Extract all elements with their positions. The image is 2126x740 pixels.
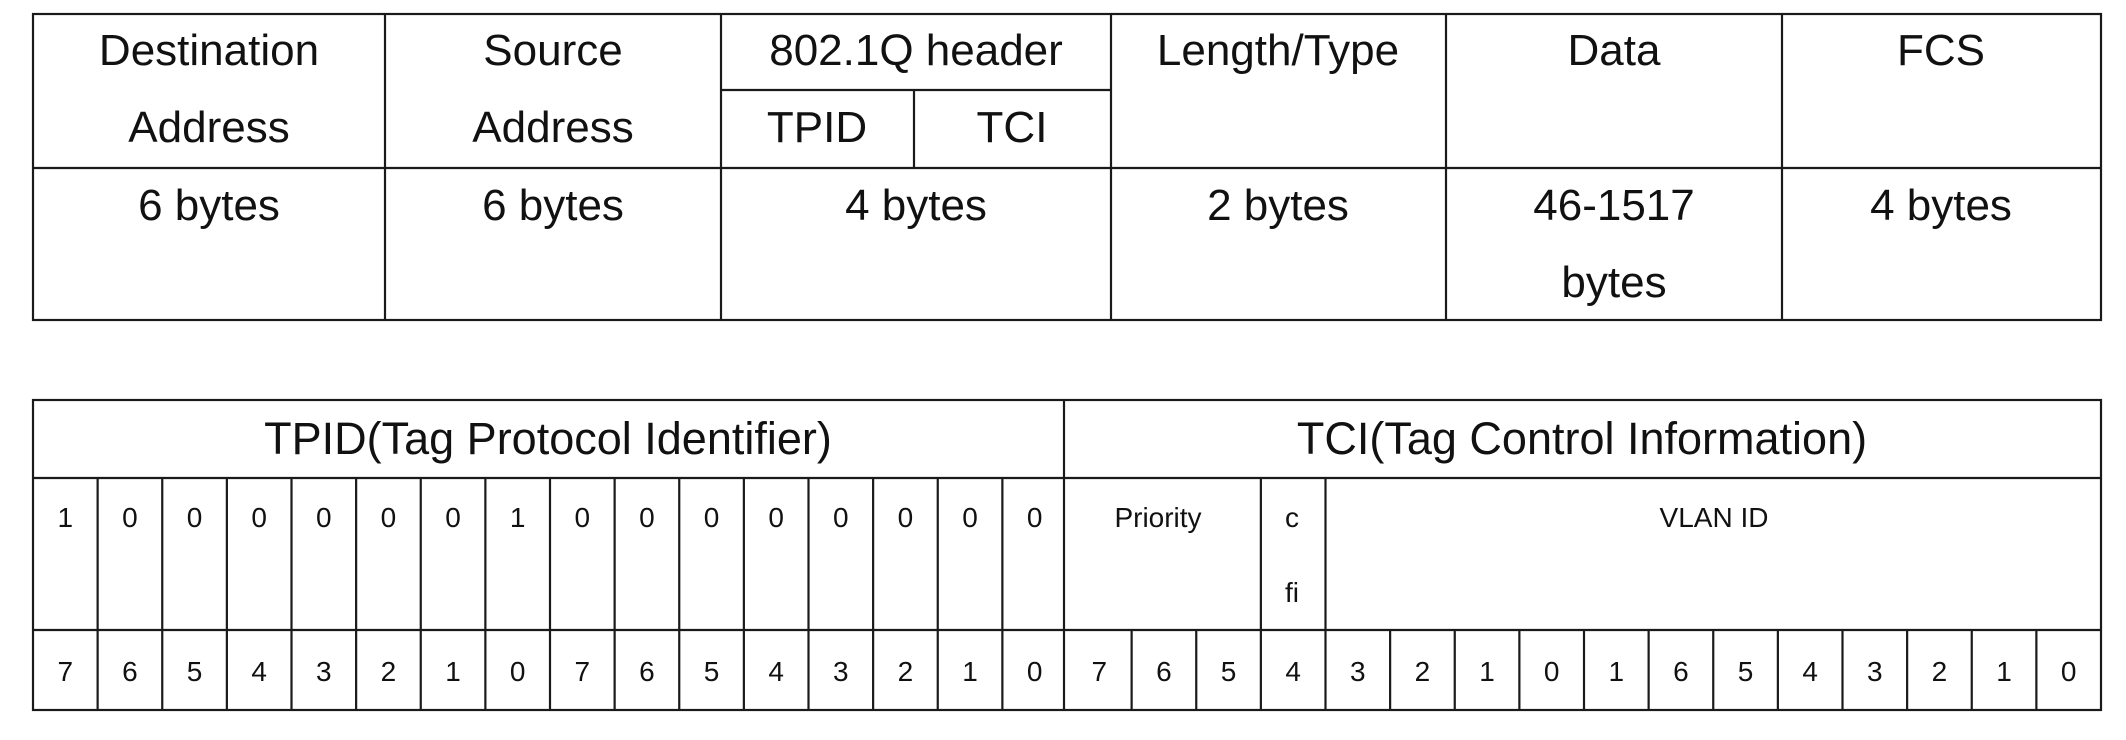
tpid-bit-value: 0: [122, 502, 138, 533]
bit-number: 4: [768, 656, 784, 687]
bit-number: 7: [1092, 656, 1108, 687]
tpid-bit-value: 0: [316, 502, 332, 533]
tpid-bit-value: 1: [58, 502, 74, 533]
tpid-bit-value: 0: [381, 502, 397, 533]
fcs-size: 4 bytes: [1870, 181, 2012, 230]
bit-number: 4: [1285, 656, 1301, 687]
dot1q-size: 4 bytes: [845, 181, 987, 230]
bit-number: 3: [316, 656, 332, 687]
data-label: Data: [1568, 26, 1661, 75]
bit-number: 6: [639, 656, 655, 687]
tpid-bit-value: 0: [187, 502, 203, 533]
bit-number: 5: [1221, 656, 1237, 687]
destination-size: 6 bytes: [138, 181, 280, 230]
tpid-bit-value: 0: [833, 502, 849, 533]
bit-number: 2: [381, 656, 397, 687]
data-size-2: bytes: [1561, 258, 1666, 307]
length-type-size: 2 bytes: [1207, 181, 1349, 230]
bit-number: 2: [1932, 656, 1948, 687]
bit-number: 0: [1027, 656, 1043, 687]
tpid-bit-value: 0: [251, 502, 267, 533]
bit-number: 2: [1415, 656, 1431, 687]
tpid-bit-value: 0: [704, 502, 720, 533]
bit-number: 5: [704, 656, 720, 687]
fcs-label: FCS: [1897, 26, 1985, 75]
tpid-title: TPID(Tag Protocol Identifier): [264, 413, 832, 464]
bit-number: 3: [1350, 656, 1366, 687]
cfi-label-1: c: [1285, 502, 1299, 533]
source-label-2: Address: [472, 103, 633, 152]
source-label-1: Source: [483, 26, 622, 75]
bit-number: 6: [1156, 656, 1172, 687]
bit-number: 0: [1544, 656, 1560, 687]
bit-number: 5: [1738, 656, 1754, 687]
dot1q-header-label: 802.1Q header: [769, 26, 1063, 75]
tpid-bit-value: 0: [898, 502, 914, 533]
tpid-bit-value: 0: [575, 502, 591, 533]
bit-number: 4: [1802, 656, 1818, 687]
tci-label: TCI: [977, 103, 1048, 152]
cfi-label-2: fi: [1285, 577, 1299, 608]
bit-number: 0: [2061, 656, 2077, 687]
bit-number: 3: [1867, 656, 1883, 687]
bit-number: 3: [833, 656, 849, 687]
source-size: 6 bytes: [482, 181, 624, 230]
vlan-id-label: VLAN ID: [1660, 502, 1769, 533]
bit-number: 6: [1673, 656, 1689, 687]
tpid-bit-value: 0: [639, 502, 655, 533]
bit-number: 7: [58, 656, 74, 687]
bit-number: 1: [1479, 656, 1495, 687]
bit-number: 4: [251, 656, 267, 687]
bit-number: 1: [1609, 656, 1625, 687]
bit-number: 1: [1996, 656, 2012, 687]
tpid-bit-value: 0: [1027, 502, 1043, 533]
tag-table-border: [31, 398, 2103, 712]
bit-number: 6: [122, 656, 138, 687]
bit-number: 1: [445, 656, 461, 687]
bit-number: 5: [187, 656, 203, 687]
bit-number: 7: [575, 656, 591, 687]
tpid-label: TPID: [767, 103, 867, 152]
bit-number: 0: [510, 656, 526, 687]
tci-title: TCI(Tag Control Information): [1297, 413, 1867, 464]
bit-number: 2: [898, 656, 914, 687]
tpid-bit-value: 0: [445, 502, 461, 533]
tpid-bit-value: 0: [768, 502, 784, 533]
data-size-1: 46-1517: [1533, 181, 1694, 230]
tpid-bit-value: 1: [510, 502, 526, 533]
length-type-label: Length/Type: [1157, 26, 1399, 75]
destination-label-1: Destination: [99, 26, 319, 75]
tpid-bit-value: 0: [962, 502, 978, 533]
destination-label-2: Address: [128, 103, 289, 152]
priority-label: Priority: [1114, 502, 1201, 533]
bit-number: 1: [962, 656, 978, 687]
